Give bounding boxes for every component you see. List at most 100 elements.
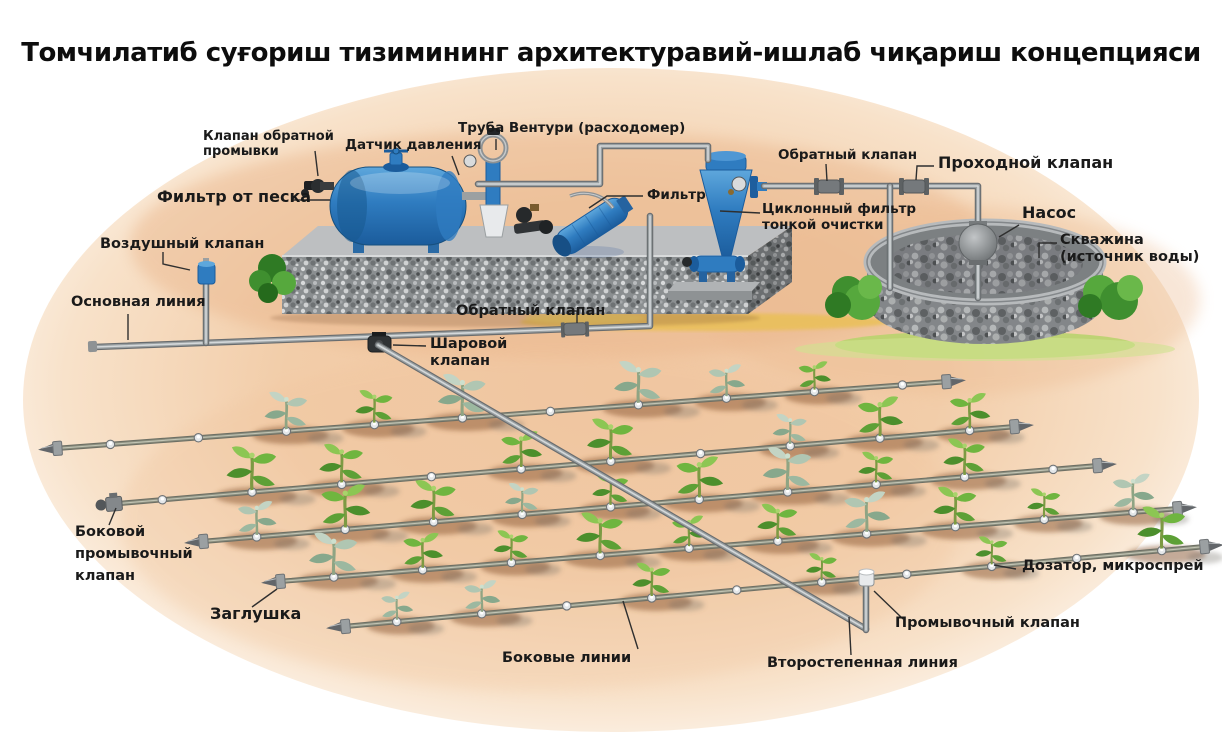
pump xyxy=(958,221,998,265)
cyclone-pedestal xyxy=(668,282,760,300)
end-cap-left xyxy=(38,440,63,457)
dozer-emitter xyxy=(871,479,881,490)
plant xyxy=(263,390,309,431)
label-lateral-lines: Боковые линии xyxy=(502,650,632,666)
plant xyxy=(354,388,394,424)
plant xyxy=(380,590,415,621)
plant xyxy=(707,363,747,398)
pass-valve-coupling xyxy=(899,178,929,195)
bush xyxy=(1078,275,1143,320)
lateral-pipes xyxy=(59,379,1203,629)
plant xyxy=(771,412,808,446)
plant xyxy=(805,552,838,582)
label-secondary-line: Второстепенная линия xyxy=(767,655,958,671)
dozer-emitter xyxy=(897,380,908,390)
dozer-emitter xyxy=(281,426,292,436)
dozer-emitter xyxy=(417,565,428,575)
lateral-line xyxy=(349,546,1201,627)
venturi-loop xyxy=(477,128,509,164)
dozer-emitter xyxy=(1048,464,1058,475)
dozer-emitter xyxy=(695,448,706,459)
valve-cluster xyxy=(513,204,553,234)
pointer-lines xyxy=(108,139,1057,656)
label-pump: Насос xyxy=(1022,203,1077,222)
pipe-main-line xyxy=(87,216,650,353)
plant xyxy=(942,437,987,477)
end-cap-left xyxy=(184,533,209,550)
dozer-emitter xyxy=(773,536,783,546)
plant xyxy=(612,359,663,405)
plant xyxy=(1111,472,1156,512)
label-dozer-microspray: Дозатор, микроспрей xyxy=(1022,558,1204,574)
pressure-sensor-assembly xyxy=(462,154,509,238)
dozer-emitter xyxy=(731,585,742,595)
plant xyxy=(1026,487,1062,519)
label-flush-valve: Промывочный клапан xyxy=(895,615,1080,631)
platform xyxy=(270,226,792,327)
label-air-valve: Воздушный клапан xyxy=(100,236,265,252)
dozer-emitter xyxy=(251,532,262,542)
dozer-emitter xyxy=(561,601,572,611)
label-sand-filter: Фильтр от песка xyxy=(157,187,312,206)
plant xyxy=(463,579,502,613)
dozer-emitter xyxy=(545,406,556,417)
dozer-emitter xyxy=(193,433,204,443)
dozer-emitter xyxy=(684,543,694,553)
dozer-emitter xyxy=(964,425,975,436)
label-venturi: Труба Вентури (расходомер) xyxy=(458,120,686,136)
end-cap-right xyxy=(1092,457,1117,474)
end-cap-right xyxy=(941,373,966,390)
dozer-emitter xyxy=(1072,553,1082,564)
flush-valve xyxy=(858,568,875,587)
label-pass-valve: Проходной клапан xyxy=(938,153,1114,172)
end-cap-right xyxy=(1198,538,1222,555)
plant xyxy=(409,478,458,522)
dozer-emitter xyxy=(329,572,339,582)
lateral-fittings xyxy=(38,373,1222,635)
backflush-valve xyxy=(301,179,334,197)
cyclone-filter xyxy=(682,151,767,282)
label-main-line: Основная линия xyxy=(71,294,206,310)
plant xyxy=(504,481,540,514)
label-check-valve-top: Обратный клапан xyxy=(778,147,918,163)
plant xyxy=(974,535,1009,566)
label-filter: Фильтр xyxy=(647,187,706,203)
plant xyxy=(856,394,905,438)
well xyxy=(795,218,1175,361)
lateral-flush-valve xyxy=(95,492,123,512)
plant xyxy=(224,444,278,492)
lateral-line xyxy=(284,508,1174,582)
dozer-emitter xyxy=(428,517,439,527)
dozer-emitter xyxy=(105,439,116,450)
air-valve xyxy=(197,258,216,343)
plant xyxy=(675,454,725,499)
plant xyxy=(931,485,978,526)
dozer-emitter xyxy=(816,577,827,587)
bush xyxy=(249,254,296,303)
end-cap-left xyxy=(261,573,286,590)
dozer-emitter xyxy=(901,569,912,580)
end-cap-left xyxy=(326,618,352,635)
disc-filter xyxy=(552,191,634,258)
check-valve-coupling-mid xyxy=(560,321,590,338)
end-cap-right xyxy=(1009,418,1034,435)
label-pressure-sensor: Датчик давления xyxy=(345,137,482,153)
bush xyxy=(825,275,882,320)
plant xyxy=(948,391,992,430)
sand-filter-tank xyxy=(329,147,467,253)
plant xyxy=(236,499,278,537)
dozer-emitter xyxy=(959,472,970,482)
plant xyxy=(755,502,799,541)
dozer-emitter xyxy=(606,456,616,467)
label-well: Скважина(источник воды) xyxy=(1060,232,1200,266)
dozer-emitter xyxy=(950,521,961,532)
dozer-emitter xyxy=(646,593,657,603)
plant xyxy=(797,360,832,391)
label-end-cap: Заглушка xyxy=(210,604,302,623)
plant xyxy=(842,489,892,534)
